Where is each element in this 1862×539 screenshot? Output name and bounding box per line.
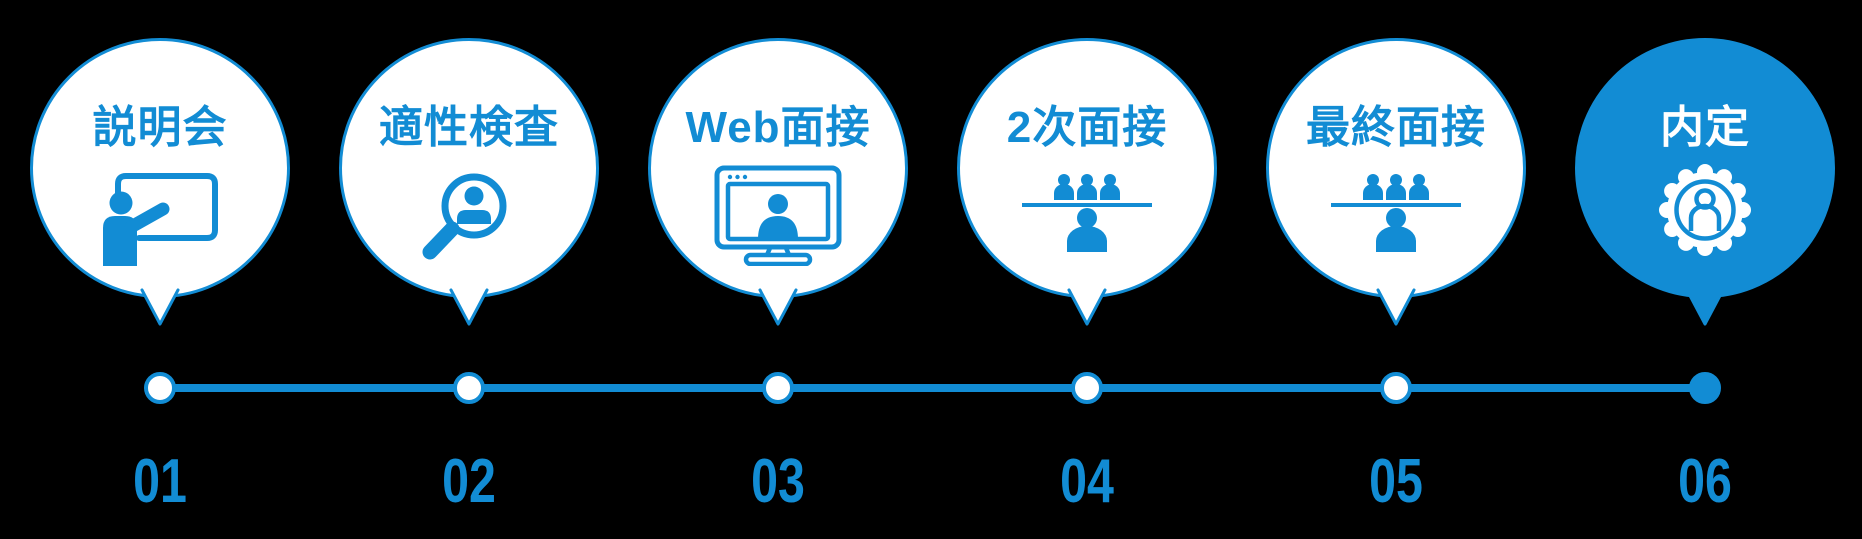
step-bubble [1266, 38, 1526, 298]
step-number: 04 [1060, 447, 1114, 516]
step-number: 05 [1369, 447, 1423, 516]
step-label: Web面接 [685, 103, 871, 152]
timeline-dot [1689, 372, 1721, 404]
bubble-tail [1685, 288, 1725, 326]
step-4: 2次面接 04 [956, 0, 1218, 539]
step-label: 最終面接 [1306, 103, 1486, 152]
step-1: 説明会 01 [29, 0, 291, 539]
interview-panel-icon [1331, 174, 1461, 252]
interview-panel-icon [1022, 174, 1152, 252]
step-5: 最終面接 05 [1265, 0, 1527, 539]
step-number: 01 [133, 447, 187, 516]
step-label: 説明会 [92, 103, 228, 152]
timeline-dot [762, 372, 794, 404]
step-2: 適性検査 02 [338, 0, 600, 539]
timeline-dot [1071, 372, 1103, 404]
bubble-tail [758, 288, 798, 326]
bubble-tail [140, 288, 180, 326]
step-bubble [30, 38, 290, 298]
timeline-dot [1380, 372, 1412, 404]
award-badge-person-icon [1659, 164, 1751, 256]
step-number: 03 [751, 447, 805, 516]
presenter-blackboard-icon [103, 173, 218, 266]
step-label: 適性検査 [379, 103, 559, 152]
step-label: 2次面接 [1006, 103, 1168, 152]
step-3: Web面接 03 [647, 0, 909, 539]
magnifier-person-icon [422, 173, 507, 260]
step-bubble [957, 38, 1217, 298]
monitor-person-icon [714, 165, 842, 267]
step-bubble [339, 38, 599, 298]
step-number: 06 [1678, 447, 1732, 516]
step-label: 内定 [1660, 103, 1750, 152]
step-number: 02 [442, 447, 496, 516]
bubble-tail [1067, 288, 1107, 326]
bubble-tail [449, 288, 489, 326]
timeline-dot [453, 372, 485, 404]
timeline [160, 384, 1705, 392]
timeline-dot [144, 372, 176, 404]
bubble-tail [1376, 288, 1416, 326]
step-6: 内定 06 [1574, 0, 1836, 539]
